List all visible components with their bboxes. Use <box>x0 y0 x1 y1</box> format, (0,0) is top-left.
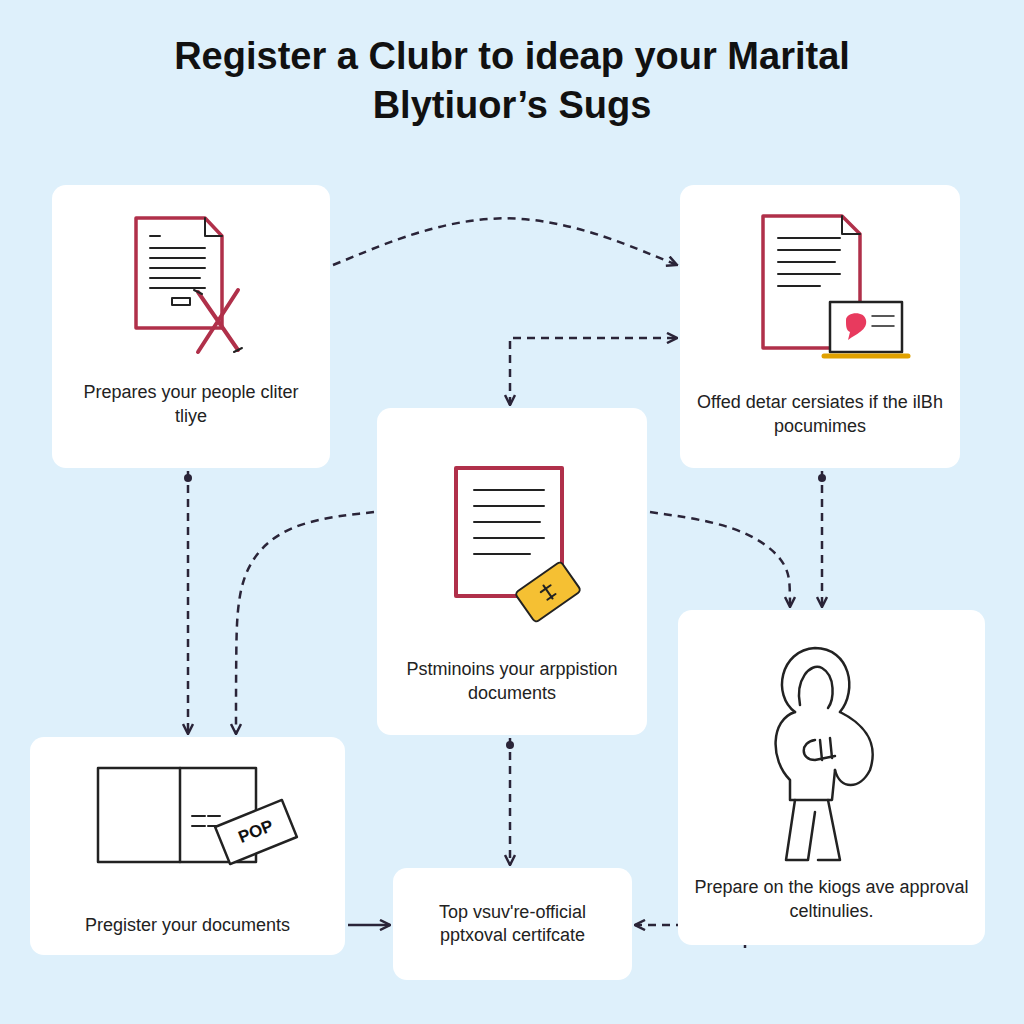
step-text: Pregister your documents <box>85 914 290 937</box>
process-box: Pregister your documents <box>30 737 345 955</box>
dashed-connector <box>509 738 512 865</box>
dashed-connector <box>333 218 677 265</box>
step-text: Offed detar cersiates if the ilBh pocumi… <box>694 391 946 438</box>
step-text: Prepare on the kiogs ave approval celtin… <box>692 876 971 923</box>
dashed-connector <box>187 471 190 734</box>
step-text: Top vsuv're-official pptxoval certifcate <box>407 901 618 948</box>
connector-dot <box>818 474 826 482</box>
process-box: Top vsuv're-official pptxoval certifcate <box>393 868 632 980</box>
dashed-connector <box>348 924 390 927</box>
connector-dot <box>184 474 192 482</box>
dashed-connector <box>236 512 374 734</box>
step-text: Prepares your people cliter tliye <box>66 381 316 428</box>
step-text: Pstminoins your arppistion documents <box>391 658 633 705</box>
diagram-title: Register a Clubr to ideap your Marital B… <box>172 32 852 131</box>
process-box: Prepares your people cliter tliye <box>52 185 330 468</box>
dashed-connector <box>510 338 677 405</box>
process-box: Offed detar cersiates if the ilBh pocumi… <box>680 185 960 468</box>
process-box: Pstminoins your arppistion documents <box>377 408 647 735</box>
connector-dot <box>506 741 514 749</box>
dashed-connector <box>650 512 790 607</box>
process-box: Prepare on the kiogs ave approval celtin… <box>678 610 985 945</box>
dashed-connector <box>821 471 824 607</box>
